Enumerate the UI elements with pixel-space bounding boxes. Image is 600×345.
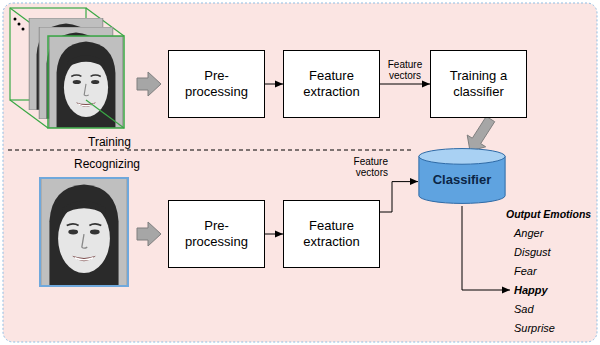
emotion-label: Disgust — [514, 245, 551, 259]
output-heading: Output Emotions — [506, 207, 591, 221]
flow-arrow — [265, 234, 283, 235]
output-leader — [462, 206, 510, 290]
flow-arrow — [380, 84, 430, 85]
box-label: Training a classifier — [441, 68, 517, 100]
process-box: Training a classifier — [430, 50, 527, 118]
process-box: Feature extraction — [283, 50, 380, 118]
process-box: Pre-processing — [168, 200, 265, 268]
box-label: Pre-processing — [179, 218, 255, 250]
classifier-cylinder: Classifier — [418, 148, 506, 204]
box-label: Feature extraction — [294, 68, 370, 100]
background-panel — [3, 3, 597, 342]
box-label: Feature extraction — [294, 218, 370, 250]
training-face-stack — [10, 8, 124, 128]
test-face — [40, 178, 128, 286]
process-box: Feature extraction — [283, 200, 380, 268]
input-arrow — [137, 222, 161, 246]
edge-label: Feature vectors — [382, 59, 428, 81]
flow-arrow — [265, 84, 283, 85]
emotion-label: Anger — [514, 226, 543, 240]
block-arrow — [467, 116, 495, 151]
phase-label: Recognizing — [74, 156, 140, 172]
emotion-label: Sad — [514, 302, 534, 316]
emotion-label: Fear — [514, 264, 537, 278]
emotion-label: Surprise — [514, 321, 555, 335]
edge-label: Feature vectors — [342, 156, 388, 178]
classifier-label: Classifier — [433, 164, 492, 188]
box-label: Pre-processing — [179, 68, 255, 100]
flow-arrow — [380, 182, 418, 212]
input-arrow — [137, 72, 161, 96]
emotion-label: Happy — [514, 283, 548, 297]
divider-line — [8, 150, 412, 151]
phase-label: Training — [88, 134, 131, 150]
process-box: Pre-processing — [168, 50, 265, 118]
